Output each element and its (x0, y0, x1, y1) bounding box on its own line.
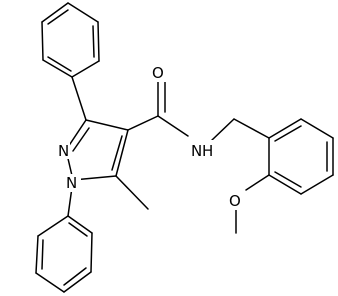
bond-top-phenyl-5 (41, 21, 44, 61)
bond-top-phenyl-2-inner (92, 25, 95, 58)
atom-label-carbonyl-o: O (152, 64, 164, 82)
bond-top-phenyl-3 (71, 60, 100, 78)
bond-c4-c5 (115, 129, 129, 177)
bond-bottom-phenyl-6 (37, 215, 69, 237)
atom-label-bg-n1 (57, 174, 81, 192)
bond-carbonyl-nh (157, 115, 189, 137)
bond-top-phenyl-6 (41, 2, 69, 23)
bond-c3-c4 (85, 119, 129, 131)
bond-bottom-phenyl-3-inner (63, 267, 87, 286)
atom-label-amide-n: N (191, 142, 202, 160)
bond-bottom-phenyl-3 (63, 271, 92, 293)
bond-bottom-phenyl-1 (67, 215, 93, 234)
bond-bottom-phenyl-2 (90, 232, 93, 273)
atom-label-layer: N N O N H O (54, 62, 244, 210)
atom-label-bg-carbonyl-o (149, 62, 167, 82)
bond-ring-methoxy-o (245, 174, 270, 191)
bond-top-phenyl-6-inner (47, 9, 69, 25)
bond-bottom-phenyl-5 (35, 235, 39, 274)
atom-label-bg-n2 (54, 141, 70, 159)
atom-label-n-pyrazole-2: N (58, 142, 69, 160)
bond-nh-ch2 (211, 118, 235, 141)
atom-label-methoxy-o: O (229, 192, 241, 210)
bond-benzyl-5-inner (274, 171, 302, 188)
atom-label-bg-methoxy-o (226, 190, 244, 210)
bond-benzyl-1-inner (274, 125, 302, 142)
bond-bottom-phenyl-1-inner (68, 222, 88, 237)
bond-top-phenyl-2 (97, 21, 100, 62)
bond-top-phenyl-4-inner (47, 56, 72, 72)
bond-ch2-ring (233, 118, 270, 139)
bond-benzyl-4 (300, 174, 334, 195)
bond-benzyl-5 (268, 174, 302, 195)
bond-c4-c5-inner (111, 135, 123, 171)
bond-top-phenyl-1 (67, 2, 99, 23)
bond-benzyl-1 (268, 118, 302, 139)
bond-phenyl-to-c3 (71, 76, 87, 121)
bond-c5-methyl (115, 175, 149, 210)
atom-label-n-pyrazole-1: N (66, 174, 77, 192)
bond-n2-c3-inner (72, 127, 90, 152)
bond-c4-carbonyl (127, 115, 159, 131)
bond-bottom-phenyl-4 (35, 272, 65, 293)
bond-benzyl-2 (300, 118, 334, 139)
bond-bottom-phenyl-5-inner (41, 239, 44, 270)
atom-label-amide-h: H (202, 142, 213, 160)
atom-label-bg-nh (186, 140, 214, 160)
bond-top-phenyl-4 (42, 59, 73, 78)
bond-layer (35, 2, 334, 293)
